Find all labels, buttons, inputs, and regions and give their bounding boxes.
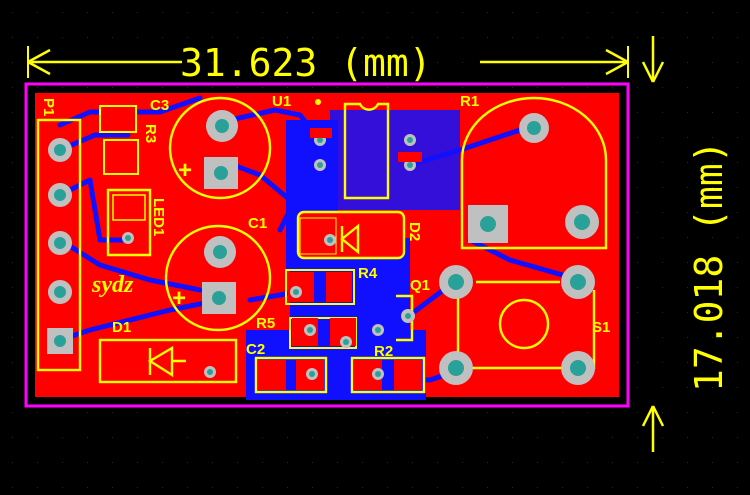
component-D1[interactable]: D1 <box>98 319 238 384</box>
component-U1[interactable]: U1 <box>272 93 422 200</box>
height-dimension-text: 17.018 (mm) <box>687 140 731 392</box>
svg-text:+: + <box>178 157 192 184</box>
component-R3[interactable]: R3 <box>103 124 159 175</box>
label-D1: D1 <box>112 319 131 336</box>
label-U1: U1 <box>272 93 291 110</box>
component-R4[interactable]: R4 <box>285 265 378 305</box>
component-D2[interactable]: D2 <box>296 210 423 260</box>
label-C1: C1 <box>248 215 267 232</box>
label-S1: S1 <box>592 319 610 336</box>
label-R3: R3 <box>142 124 159 143</box>
component-C1[interactable]: + C1 <box>164 215 272 332</box>
component-R2[interactable]: R2 <box>350 343 426 394</box>
label-R2: R2 <box>374 343 393 360</box>
component-C3-electrolytic[interactable]: + <box>168 96 272 200</box>
component-S1[interactable]: S1 <box>439 265 610 385</box>
width-dimension-text: 31.623 (mm) <box>180 41 432 85</box>
label-Q1: Q1 <box>410 277 430 294</box>
label-R5: R5 <box>256 315 275 332</box>
pcb-board: P1 C3 R3 LED1 + + <box>24 82 630 408</box>
component-LED1[interactable]: LED1 <box>106 188 167 257</box>
component-R1[interactable]: R1 <box>460 93 608 250</box>
height-dimension: 17.018 (mm) <box>641 36 731 452</box>
width-dimension: 31.623 (mm) <box>27 41 629 85</box>
component-C3[interactable]: C3 <box>99 97 169 133</box>
label-R4: R4 <box>358 265 378 282</box>
label-P1: P1 <box>40 98 57 116</box>
board-logo-text: sydz <box>91 272 134 298</box>
board-outline <box>24 82 630 408</box>
component-R5[interactable]: R5 <box>256 315 357 349</box>
component-Q1[interactable]: Q1 <box>372 277 430 342</box>
label-R1: R1 <box>460 93 479 110</box>
svg-text:+: + <box>172 285 186 312</box>
component-P1[interactable]: P1 <box>36 98 82 372</box>
label-LED1: LED1 <box>150 198 167 236</box>
label-C3: C3 <box>150 97 169 114</box>
component-C2[interactable]: C2 <box>246 341 328 394</box>
label-C2: C2 <box>246 341 265 358</box>
label-D2: D2 <box>406 222 423 241</box>
